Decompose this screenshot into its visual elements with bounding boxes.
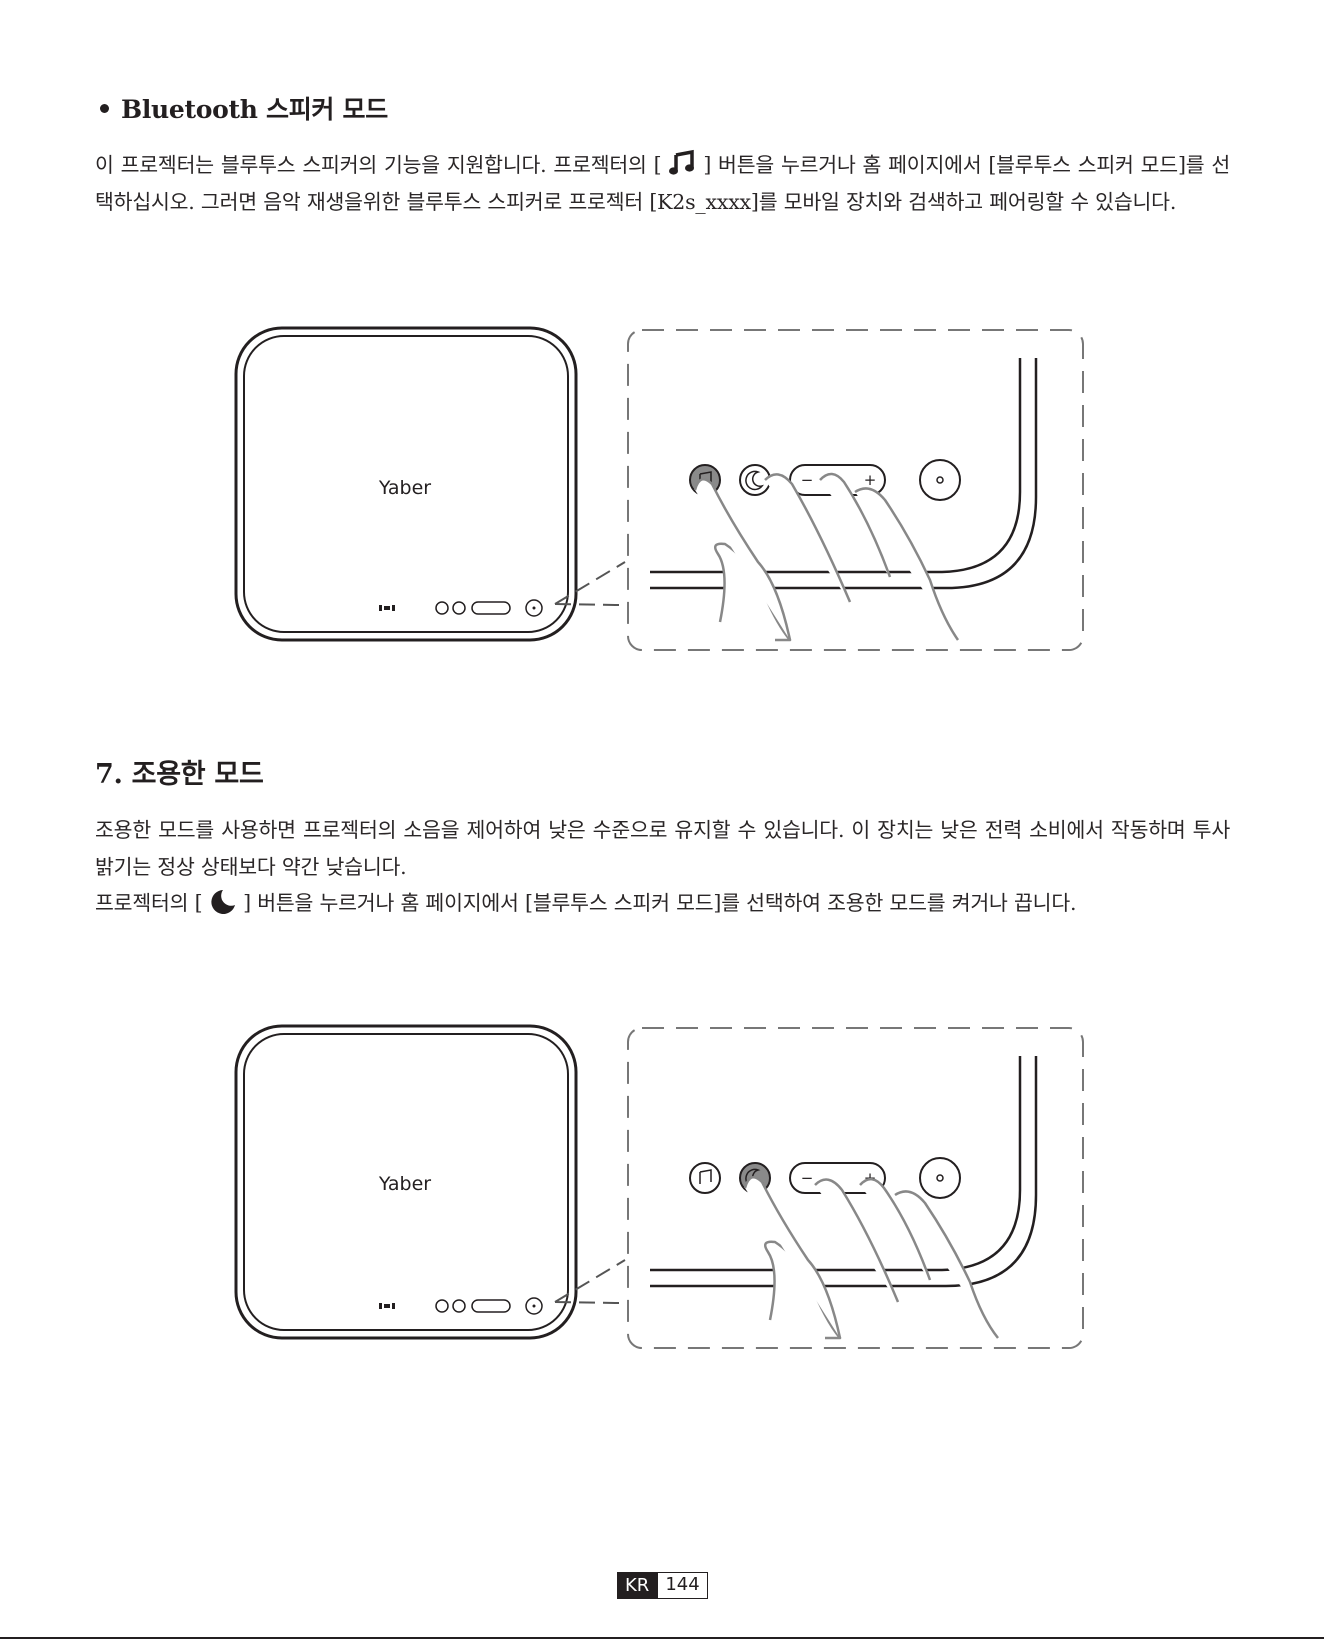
hand-illustration <box>743 1175 999 1340</box>
bottom-rule <box>0 1637 1324 1639</box>
bullet-dot <box>100 104 109 113</box>
brand-logo: Yaber <box>378 1173 431 1195</box>
small-moon-icon <box>452 601 466 615</box>
bluetooth-button-illustration: Yaber − + <box>234 326 1084 651</box>
svg-text:−: − <box>801 1169 814 1187</box>
quiet-mode-paragraph-2: 프로젝터의 [ z z ] 버튼을 누르거나 홈 페이지에서 [블루투스 스피커… <box>95 885 1230 922</box>
music-note-icon <box>669 149 695 175</box>
music-note-icon <box>699 1169 712 1184</box>
small-music-icon <box>435 601 449 615</box>
moon-icon <box>745 470 765 491</box>
bluetooth-paragraph: 이 프로젝터는 블루투스 스피커의 기능을 지원합니다. 프로젝터의 [ ] 버… <box>95 147 1230 221</box>
quiet-mode-paragraph-1: 조용한 모드를 사용하면 프로젝터의 소음을 제어하여 낮은 수준으로 유지할 … <box>95 818 1230 879</box>
language-badge: KR <box>617 1572 658 1599</box>
moon-zz-icon: z z <box>211 890 235 914</box>
zoom-callout-box <box>627 1027 1084 1349</box>
projector-body <box>234 1024 578 1340</box>
svg-text:z: z <box>225 893 230 902</box>
svg-text:z: z <box>229 891 233 898</box>
power-button <box>919 1157 961 1199</box>
brand-logo: Yaber <box>378 477 431 499</box>
svg-text:+: + <box>864 471 877 489</box>
zoom-callout-box <box>627 329 1084 651</box>
page-number: KR 144 <box>617 1572 708 1599</box>
small-power-icon <box>525 1297 543 1315</box>
hand-illustration <box>693 472 960 642</box>
small-power-icon <box>525 599 543 617</box>
svg-text:−: − <box>801 471 814 489</box>
bluetooth-heading: Bluetooth 스피커 모드 <box>100 90 388 126</box>
small-music-icon <box>435 1299 449 1313</box>
small-button-row <box>379 1297 543 1315</box>
small-button-row <box>379 599 543 617</box>
quiet-button-illustration: Yaber − + <box>234 1024 1084 1349</box>
small-moon-icon <box>452 1299 466 1313</box>
power-button <box>919 459 961 501</box>
page-number-value: 144 <box>657 1572 708 1599</box>
projector-body <box>234 326 578 642</box>
music-button <box>689 1162 721 1194</box>
quiet-mode-heading: 7. 조용한 모드 <box>95 759 264 790</box>
